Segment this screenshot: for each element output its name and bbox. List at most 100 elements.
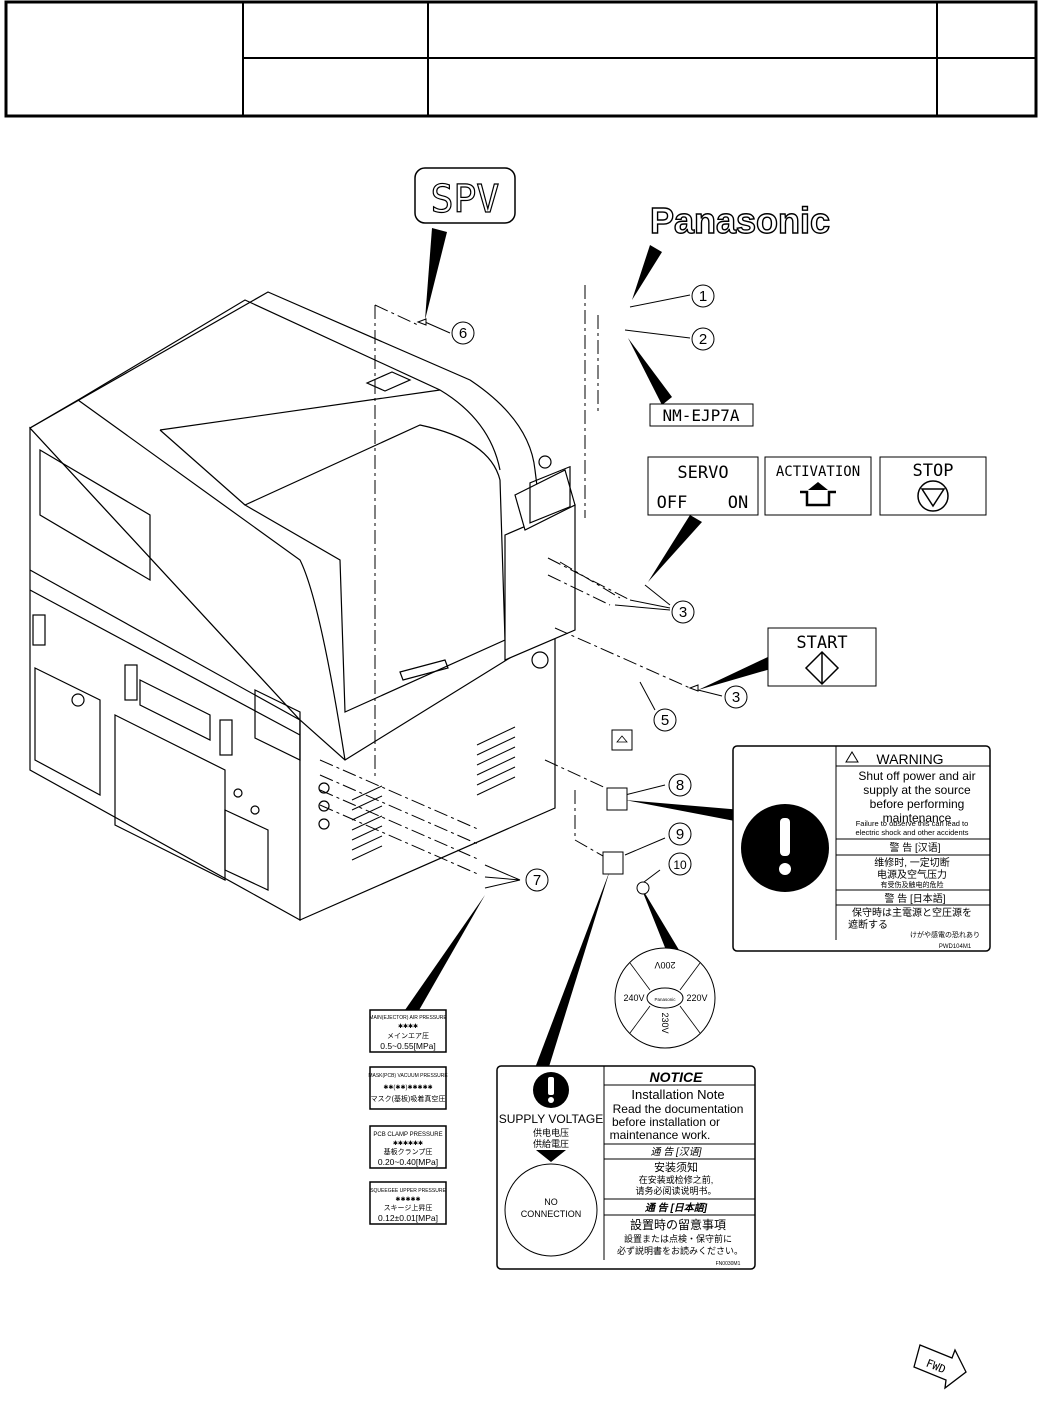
svg-text:WARNING: WARNING xyxy=(876,751,943,767)
svg-text:维修时, 一定切断: 维修时, 一定切断 xyxy=(874,856,950,869)
svg-text:SQUEEGEE UPPER PRESSURE: SQUEEGEE UPPER PRESSURE xyxy=(370,1188,446,1194)
svg-text:遮断する: 遮断する xyxy=(848,918,888,931)
svg-text:9: 9 xyxy=(676,826,684,843)
svg-text:7: 7 xyxy=(533,872,541,889)
svg-text:supply at the source: supply at the source xyxy=(863,783,971,797)
svg-text:Failure to observe this can le: Failure to observe this can lead to xyxy=(856,819,969,828)
svg-text:0.20~0.40[MPa]: 0.20~0.40[MPa] xyxy=(378,1157,438,1167)
printer-machine xyxy=(29,291,576,922)
pressure-label-main-air: MAIN(EJECTOR) AIR PRESSURE ✱✱✱✱ メインエア圧 0… xyxy=(369,1009,447,1053)
svg-text:ON: ON xyxy=(728,493,748,513)
svg-text:✱✱✱✱✱✱: ✱✱✱✱✱✱ xyxy=(393,1140,423,1147)
svg-text:FN0030M1: FN0030M1 xyxy=(716,1261,741,1267)
svg-text:200V: 200V xyxy=(654,960,675,970)
svg-text:✱✱✱✱✱: ✱✱✱✱✱ xyxy=(395,1196,420,1203)
svg-text:マスク(基板)吸着真空圧: マスク(基板)吸着真空圧 xyxy=(371,1094,446,1103)
svg-text:8: 8 xyxy=(676,777,684,794)
svg-text:設置時の留意事項: 設置時の留意事項 xyxy=(630,1217,726,1232)
svg-text:けがや感電の恐れあり: けがや感電の恐れあり xyxy=(910,930,980,939)
callouts: 1 2 3 3 5 6 7 8 9 10 xyxy=(451,284,748,892)
svg-text:有受伤及触电的危险: 有受伤及触电的危险 xyxy=(881,880,944,889)
start-label: START xyxy=(767,627,877,687)
svg-text:メインエア圧: メインエア圧 xyxy=(387,1032,429,1040)
svg-text:before performing: before performing xyxy=(870,797,965,811)
pressure-label-mask-vacuum: MASK(PCB) VACUUM PRESSURE ✱✱(✱✱)✱✱✱✱✱ マス… xyxy=(368,1066,448,1110)
svg-text:Panasonic: Panasonic xyxy=(654,997,676,1002)
svg-text:NOTICE: NOTICE xyxy=(650,1069,704,1085)
svg-text:保守時は主電源と空圧源を: 保守時は主電源と空圧源を xyxy=(852,906,972,919)
svg-text:在安装或检修之前,: 在安装或检修之前, xyxy=(639,1174,714,1185)
svg-text:1: 1 xyxy=(699,288,707,305)
svg-text:maintenance work.: maintenance work. xyxy=(610,1128,711,1142)
svg-text:3: 3 xyxy=(732,689,740,706)
stop-label: STOP xyxy=(879,456,987,516)
svg-text:START: START xyxy=(796,633,847,653)
svg-text:警 告 [日本語]: 警 告 [日本語] xyxy=(884,892,945,905)
svg-text:通 告 [汉语]: 通 告 [汉语] xyxy=(650,1146,701,1158)
callout-8: 8 xyxy=(668,773,692,797)
callout-6: 6 xyxy=(451,321,475,345)
callout-leaders xyxy=(424,294,723,889)
svg-text:警 告 [汉语]: 警 告 [汉语] xyxy=(889,841,940,854)
svg-text:0.5~0.55[MPa]: 0.5~0.55[MPa] xyxy=(380,1041,436,1051)
svg-text:PCB CLAMP PRESSURE: PCB CLAMP PRESSURE xyxy=(373,1132,442,1138)
svg-text:请务必阅读说明书。: 请务必阅读说明书。 xyxy=(635,1185,716,1196)
svg-text:Installation Note: Installation Note xyxy=(631,1087,724,1102)
svg-text:NM-EJP7A: NM-EJP7A xyxy=(662,406,739,425)
svg-text:SERVO: SERVO xyxy=(677,463,728,483)
svg-text:MAIN(EJECTOR) AIR PRESSURE: MAIN(EJECTOR) AIR PRESSURE xyxy=(369,1015,447,1021)
callout-7: 7 xyxy=(525,868,549,892)
svg-text:✱✱(✱✱)✱✱✱✱✱: ✱✱(✱✱)✱✱✱✱✱ xyxy=(383,1084,432,1091)
leader-lines xyxy=(319,285,691,876)
fwd-arrow-icon: FWD xyxy=(913,1344,967,1390)
svg-text:240V: 240V xyxy=(623,993,644,1003)
svg-text:5: 5 xyxy=(661,712,669,729)
warning-label: WARNING Shut off power and air supply at… xyxy=(732,745,991,952)
svg-text:Shut off power and air: Shut off power and air xyxy=(858,769,975,783)
svg-text:基板クランプ圧: 基板クランプ圧 xyxy=(384,1147,433,1156)
svg-text:ACTIVATION: ACTIVATION xyxy=(776,464,860,480)
callout-9: 9 xyxy=(668,822,692,846)
model-label: NM-EJP7A xyxy=(649,403,754,427)
svg-text:before installation or: before installation or xyxy=(612,1115,720,1129)
voltage-dial: 200V 220V 230V 240V Panasonic xyxy=(614,947,716,1049)
svg-text:CONNECTION: CONNECTION xyxy=(521,1209,582,1219)
svg-text:2: 2 xyxy=(699,331,707,348)
title-block xyxy=(4,0,1038,118)
label-markers xyxy=(416,318,699,895)
callout-10: 10 xyxy=(668,852,692,876)
pointer-wedges xyxy=(405,228,774,1070)
svg-text:設置または点検・保守前に: 設置または点検・保守前に xyxy=(624,1233,732,1244)
pressure-label-pcb-clamp: PCB CLAMP PRESSURE ✱✱✱✱✱✱ 基板クランプ圧 0.20~0… xyxy=(369,1125,447,1169)
svg-text:PWD104M1: PWD104M1 xyxy=(939,944,972,950)
callout-5: 5 xyxy=(653,708,677,732)
callout-1: 1 xyxy=(691,284,715,308)
svg-text:电源及空气压力: 电源及空气压力 xyxy=(877,868,947,881)
panasonic-logo: Panasonic xyxy=(649,199,830,241)
spv-label: SPV xyxy=(414,167,516,224)
activation-label: ACTIVATION xyxy=(764,456,872,516)
callout-3b: 3 xyxy=(724,685,748,709)
pressure-label-squeegee: SQUEEGEE UPPER PRESSURE ✱✱✱✱✱ スキージ上昇圧 0.… xyxy=(369,1181,447,1225)
callout-2: 2 xyxy=(691,327,715,351)
svg-text:electric shock and other accid: electric shock and other accidents xyxy=(856,828,969,837)
pressure-labels: MAIN(EJECTOR) AIR PRESSURE ✱✱✱✱ メインエア圧 0… xyxy=(368,1009,448,1225)
servo-label: SERVO OFF ON xyxy=(647,456,759,516)
svg-text:通 告 [日本語]: 通 告 [日本語] xyxy=(645,1202,708,1214)
svg-text:供給電圧: 供給電圧 xyxy=(533,1138,569,1149)
svg-text:SUPPLY VOLTAGE: SUPPLY VOLTAGE xyxy=(499,1112,603,1126)
callout-3a: 3 xyxy=(671,600,695,624)
svg-text:230V: 230V xyxy=(660,1012,670,1033)
svg-text:6: 6 xyxy=(459,325,467,342)
svg-text:供电电压: 供电电压 xyxy=(533,1127,569,1138)
svg-text:OFF: OFF xyxy=(657,493,688,513)
svg-text:maintenance: maintenance xyxy=(883,811,952,825)
svg-text:220V: 220V xyxy=(686,993,707,1003)
svg-text:✱✱✱✱: ✱✱✱✱ xyxy=(398,1023,418,1030)
svg-text:0.12±0.01[MPa]: 0.12±0.01[MPa] xyxy=(378,1213,438,1223)
svg-text:スキージ上昇圧: スキージ上昇圧 xyxy=(384,1203,433,1212)
svg-text:10: 10 xyxy=(673,858,687,872)
svg-text:MASK(PCB) VACUUM PRESSURE: MASK(PCB) VACUUM PRESSURE xyxy=(368,1073,448,1079)
svg-text:安装须知: 安装须知 xyxy=(654,1160,698,1174)
svg-text:STOP: STOP xyxy=(913,461,954,481)
